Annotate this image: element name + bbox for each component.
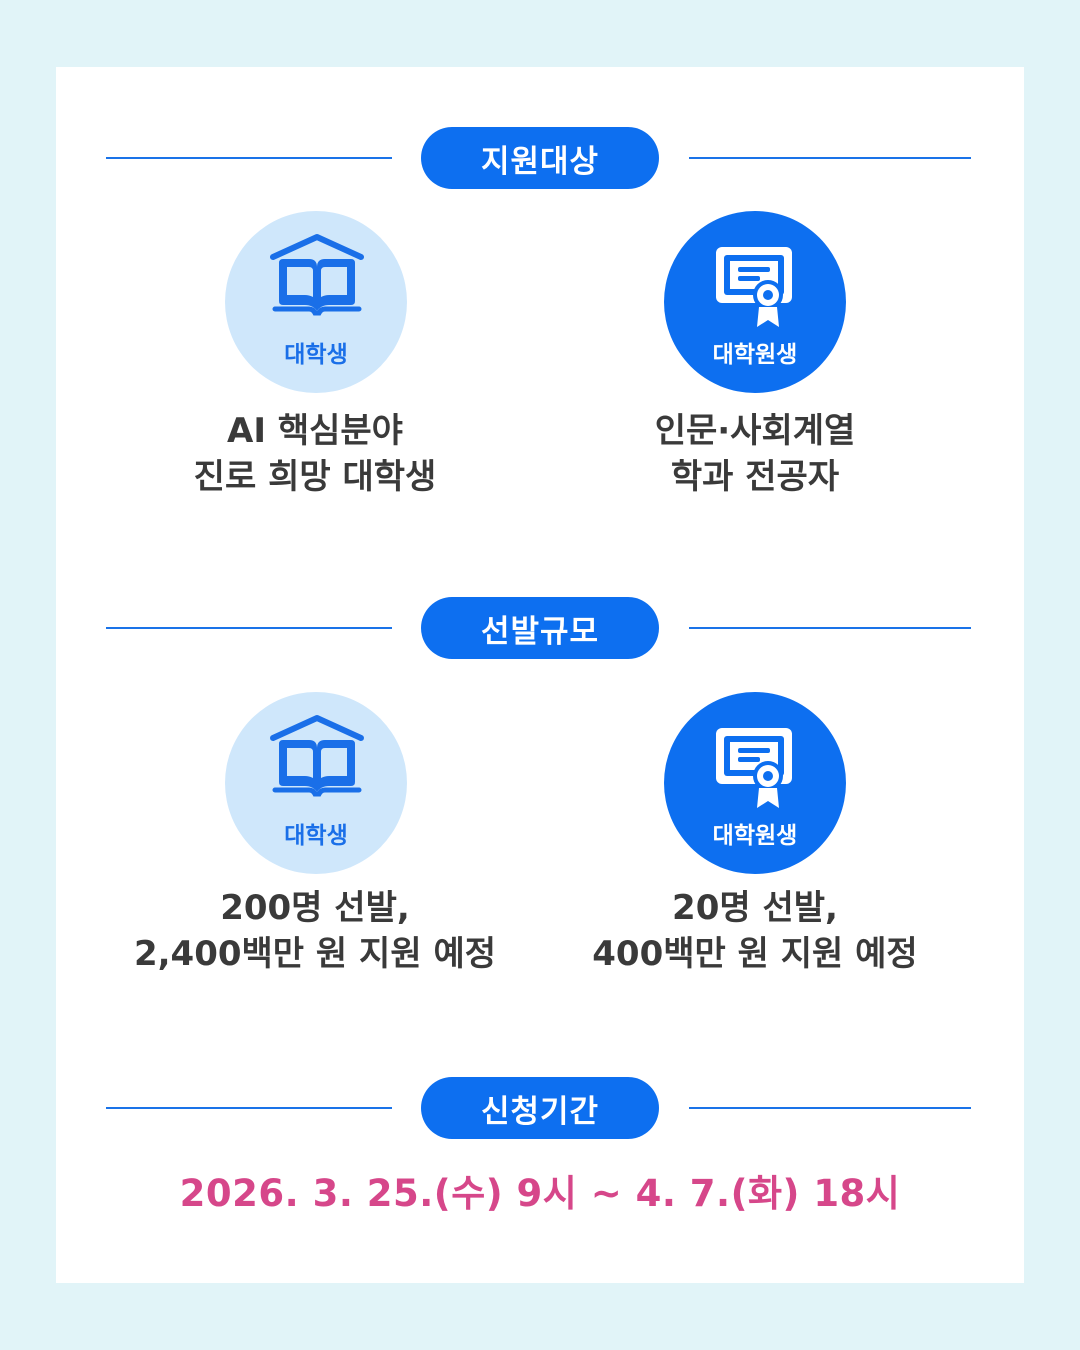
undergrad-badge-circle: 대학생 [225,211,407,393]
grad-badge-label: 대학원생 [712,823,798,849]
undergrad-badge-circle: 대학생 [225,692,407,874]
undergrad-target-description: AI 핵심분야 진로 희망 대학생 [95,408,535,500]
divider-line [689,157,971,159]
section-header-target: 지원대상 [56,127,1024,189]
grad-badge-circle: 대학원생 [664,211,846,393]
description-line: AI 핵심분야 [227,411,403,451]
description-line: 400백만 원 지원 예정 [592,934,918,974]
grad-scale-description: 20명 선발, 400백만 원 지원 예정 [535,885,975,977]
divider-line [689,627,971,629]
grad-badge-label: 대학원생 [712,342,798,368]
section-title-period: 신청기간 [421,1077,659,1139]
grad-badge-circle: 대학원생 [664,692,846,874]
section-header-period: 신청기간 [56,1077,1024,1139]
certificate-icon [716,247,792,327]
certificate-icon [716,728,792,808]
description-line: 2,400백만 원 지원 예정 [133,934,496,974]
grad-target-description: 인문·사회계열 학과 전공자 [535,408,975,500]
description-line: 200명 선발, [220,888,410,928]
divider-line [106,1107,392,1109]
application-period: 2026. 3. 25.(수) 9시 ~ 4. 7.(화) 18시 [179,1172,901,1215]
description-line: 진로 희망 대학생 [193,457,437,497]
description-line: 학과 전공자 [670,457,840,497]
divider-line [106,157,392,159]
info-card: 지원대상 대학생 대학원생 AI 핵심분야 진로 희망 대학생 [56,67,1024,1283]
book-house-icon [270,234,364,316]
undergrad-badge-label: 대학생 [284,342,348,368]
section-title-target: 지원대상 [421,127,659,189]
undergrad-scale-description: 200명 선발, 2,400백만 원 지원 예정 [95,885,535,977]
description-line: 20명 선발, [672,888,838,928]
divider-line [106,627,392,629]
section-header-scale: 선발규모 [56,597,1024,659]
divider-line [689,1107,971,1109]
book-house-icon [270,715,364,797]
undergrad-badge-label: 대학생 [284,823,348,849]
section-title-scale: 선발규모 [421,597,659,659]
description-line: 인문·사회계열 [654,411,856,451]
